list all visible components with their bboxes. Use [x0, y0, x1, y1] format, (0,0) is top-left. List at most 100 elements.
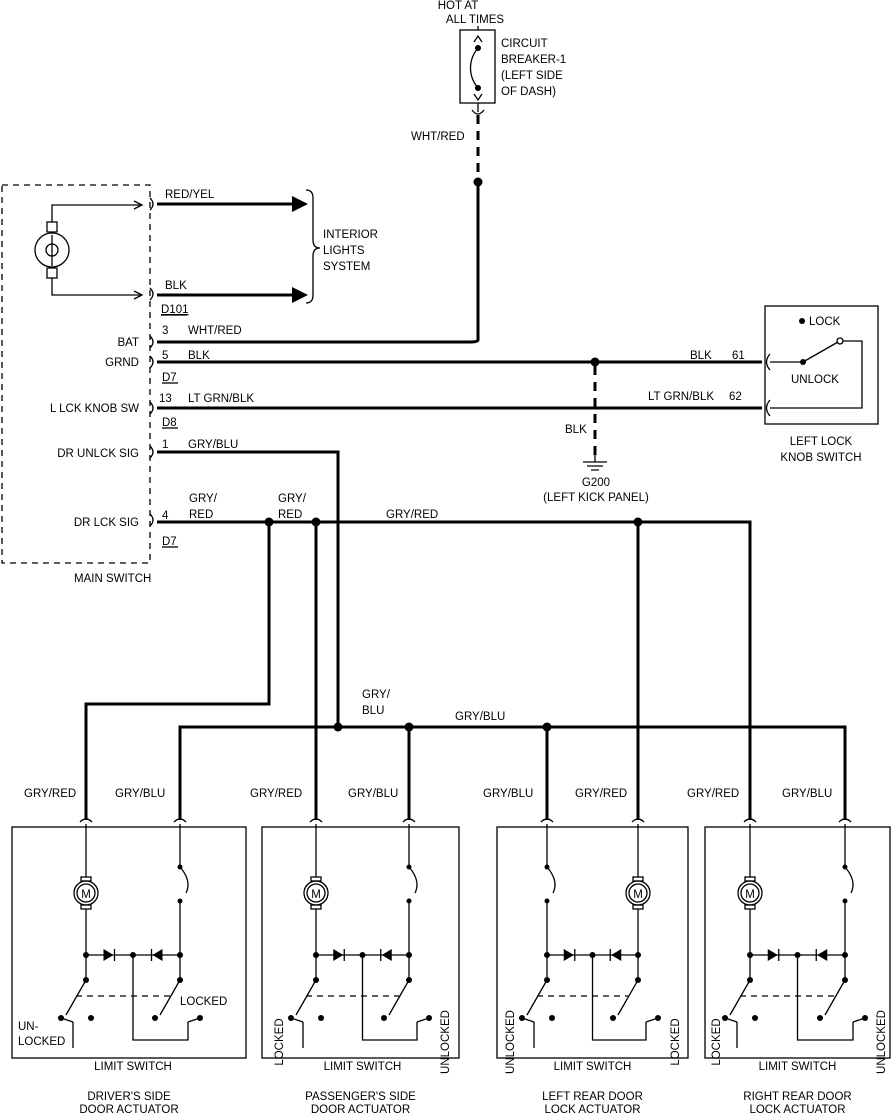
actuator-blu-wire-label: GRY/BLU [782, 788, 832, 800]
breaker-label-2: BREAKER-1 [501, 54, 566, 66]
actuator-name-1: DRIVER'S SIDE [87, 1091, 171, 1103]
actuator-name-1: LEFT REAR DOOR [542, 1091, 643, 1103]
actuator-name-2: LOCK ACTUATOR [749, 1104, 845, 1115]
lock-wire-c: GRY/RED [386, 509, 438, 521]
knob-connector-icons [765, 353, 771, 417]
actuator-blu-wire-label: GRY/BLU [348, 788, 398, 800]
limit-switch-label: LIMIT SWITCH [759, 1061, 837, 1073]
actuator-box [704, 826, 891, 1059]
pin-unlock-label: DR UNLCK SIG [57, 448, 139, 460]
knob-pin1-label: 61 [732, 350, 745, 362]
actuator-left-label: UN- [18, 1021, 39, 1033]
limit-switch-label: LIMIT SWITCH [324, 1061, 402, 1073]
pin-number-lock: 4 [162, 510, 169, 522]
knob-wire2-label: LT GRN/BLK [648, 391, 714, 403]
actuator-box [11, 826, 247, 1059]
connector-icon [402, 818, 416, 823]
interior-wire2-label: BLK [165, 280, 187, 292]
pin-number-unlock: 1 [162, 439, 168, 451]
bat-wire-label: WHT/RED [188, 325, 242, 337]
actuators: GRY/RED GRY/BLU M LIMIT SWITCH UN- LOCKED LOCK… [11, 788, 891, 1115]
lock-wire-a1: GRY/ [189, 493, 218, 505]
knob-pin2-label: 62 [729, 391, 742, 403]
brace-icon [305, 189, 321, 304]
actuator-box [496, 826, 689, 1059]
actuator-name-1: RIGHT REAR DOOR [743, 1091, 851, 1103]
connector-d101: D101 [161, 304, 189, 316]
main-wires: WHT/RED BLK LT GRN/BLK GRY/BLU [157, 325, 762, 725]
actuator-blu-wire-label: GRY/BLU [483, 788, 533, 800]
pin-knob-label: L LCK KNOB SW [50, 403, 139, 415]
actuator-box [261, 826, 460, 1059]
grnd-wire-label: BLK [188, 350, 210, 362]
connector-icon [743, 818, 757, 823]
connector-d7-b: D7 [162, 536, 177, 548]
arrow-icon [292, 287, 308, 303]
lock-wire-a2: RED [189, 509, 213, 521]
diode-icon [381, 949, 392, 961]
hot-label-1: HOT AT [438, 0, 478, 12]
breaker-wire-label: WHT/RED [411, 131, 465, 143]
diode-icon [817, 949, 828, 961]
interior-lights: RED/YEL BLK INTERIOR LIGHTS SYSTEM [157, 189, 378, 304]
ground: BLK G200 (LEFT KICK PANEL) [543, 366, 649, 504]
actuator-name-2: DOOR ACTUATOR [311, 1104, 410, 1115]
connector-d7-a: D7 [162, 372, 177, 384]
knob-name-1: LEFT LOCK [790, 436, 853, 448]
connector-icon [838, 818, 852, 823]
interior-label-3: SYSTEM [323, 261, 370, 273]
actuator-right-label: LOCKED [180, 996, 227, 1008]
pin-grnd-label: GRND [105, 357, 139, 369]
pin-number-bat: 3 [162, 325, 168, 337]
motor-label: M [81, 889, 91, 901]
ground-icon [583, 461, 607, 471]
breaker-label-1: CIRCUIT [501, 38, 548, 50]
knob-switch-box [764, 305, 879, 425]
connector-d8: D8 [162, 417, 177, 429]
connector-icon [309, 818, 323, 823]
diode-icon [333, 949, 344, 961]
actuator-name-2: DOOR ACTUATOR [79, 1104, 178, 1115]
hot-label-2: ALL TIMES [446, 14, 504, 26]
unlock-signal-bus: GRY/ BLU GRY/BLU [178, 689, 847, 820]
motor-label: M [745, 889, 755, 901]
pin-bat-label: BAT [117, 337, 139, 349]
knob-unlock-label: UNLOCK [791, 374, 839, 386]
actuator-left-label: LOCKED [274, 1018, 286, 1065]
lock-signal-bus: GRY/ RED GRY/ RED GRY/RED [84, 493, 752, 820]
interior-label-2: LIGHTS [323, 245, 365, 257]
ground-wire-label: BLK [565, 424, 587, 436]
motor-label: M [311, 889, 321, 901]
interior-label-1: INTERIOR [323, 229, 378, 241]
pin-number-knob: 13 [159, 393, 172, 405]
unlock-wire-label: GRY/BLU [188, 439, 238, 451]
actuator-name-1: PASSENGER'S SIDE [305, 1091, 416, 1103]
knob-lock-label: LOCK [809, 316, 841, 328]
main-switch: MAIN SWITCH BAT GRND L LCK KNOB SW DR UN… [1, 184, 189, 585]
lock-wire-b2: RED [278, 509, 302, 521]
diode-icon [152, 949, 163, 961]
actuator-red-wire-label: GRY/RED [24, 788, 76, 800]
knob-switch: BLK 61 LT GRN/BLK 62 LOCK UNLOCK LEFT LO… [648, 305, 879, 464]
breaker-label-4: OF DASH) [501, 86, 556, 98]
ground-location: (LEFT KICK PANEL) [543, 492, 649, 504]
diode-icon [563, 949, 574, 961]
blu-bus-a1: GRY/ [362, 689, 391, 701]
diode-icon [611, 949, 622, 961]
actuator-name-2: LOCK ACTUATOR [544, 1104, 640, 1115]
actuator-right-label: UNLOCKED [876, 1010, 888, 1074]
pin-number-grnd: 5 [162, 350, 168, 362]
pin-lock-label: DR LCK SIG [74, 517, 139, 529]
actuator-left-label: UNLOCKED [505, 1010, 517, 1074]
main-switch-label: MAIN SWITCH [74, 573, 151, 585]
breaker-connector-icon [471, 109, 485, 115]
main-switch-rocker-icon [34, 232, 70, 268]
motor-label: M [633, 889, 643, 901]
main-switch-box [1, 184, 151, 564]
connector-icon [79, 818, 93, 823]
